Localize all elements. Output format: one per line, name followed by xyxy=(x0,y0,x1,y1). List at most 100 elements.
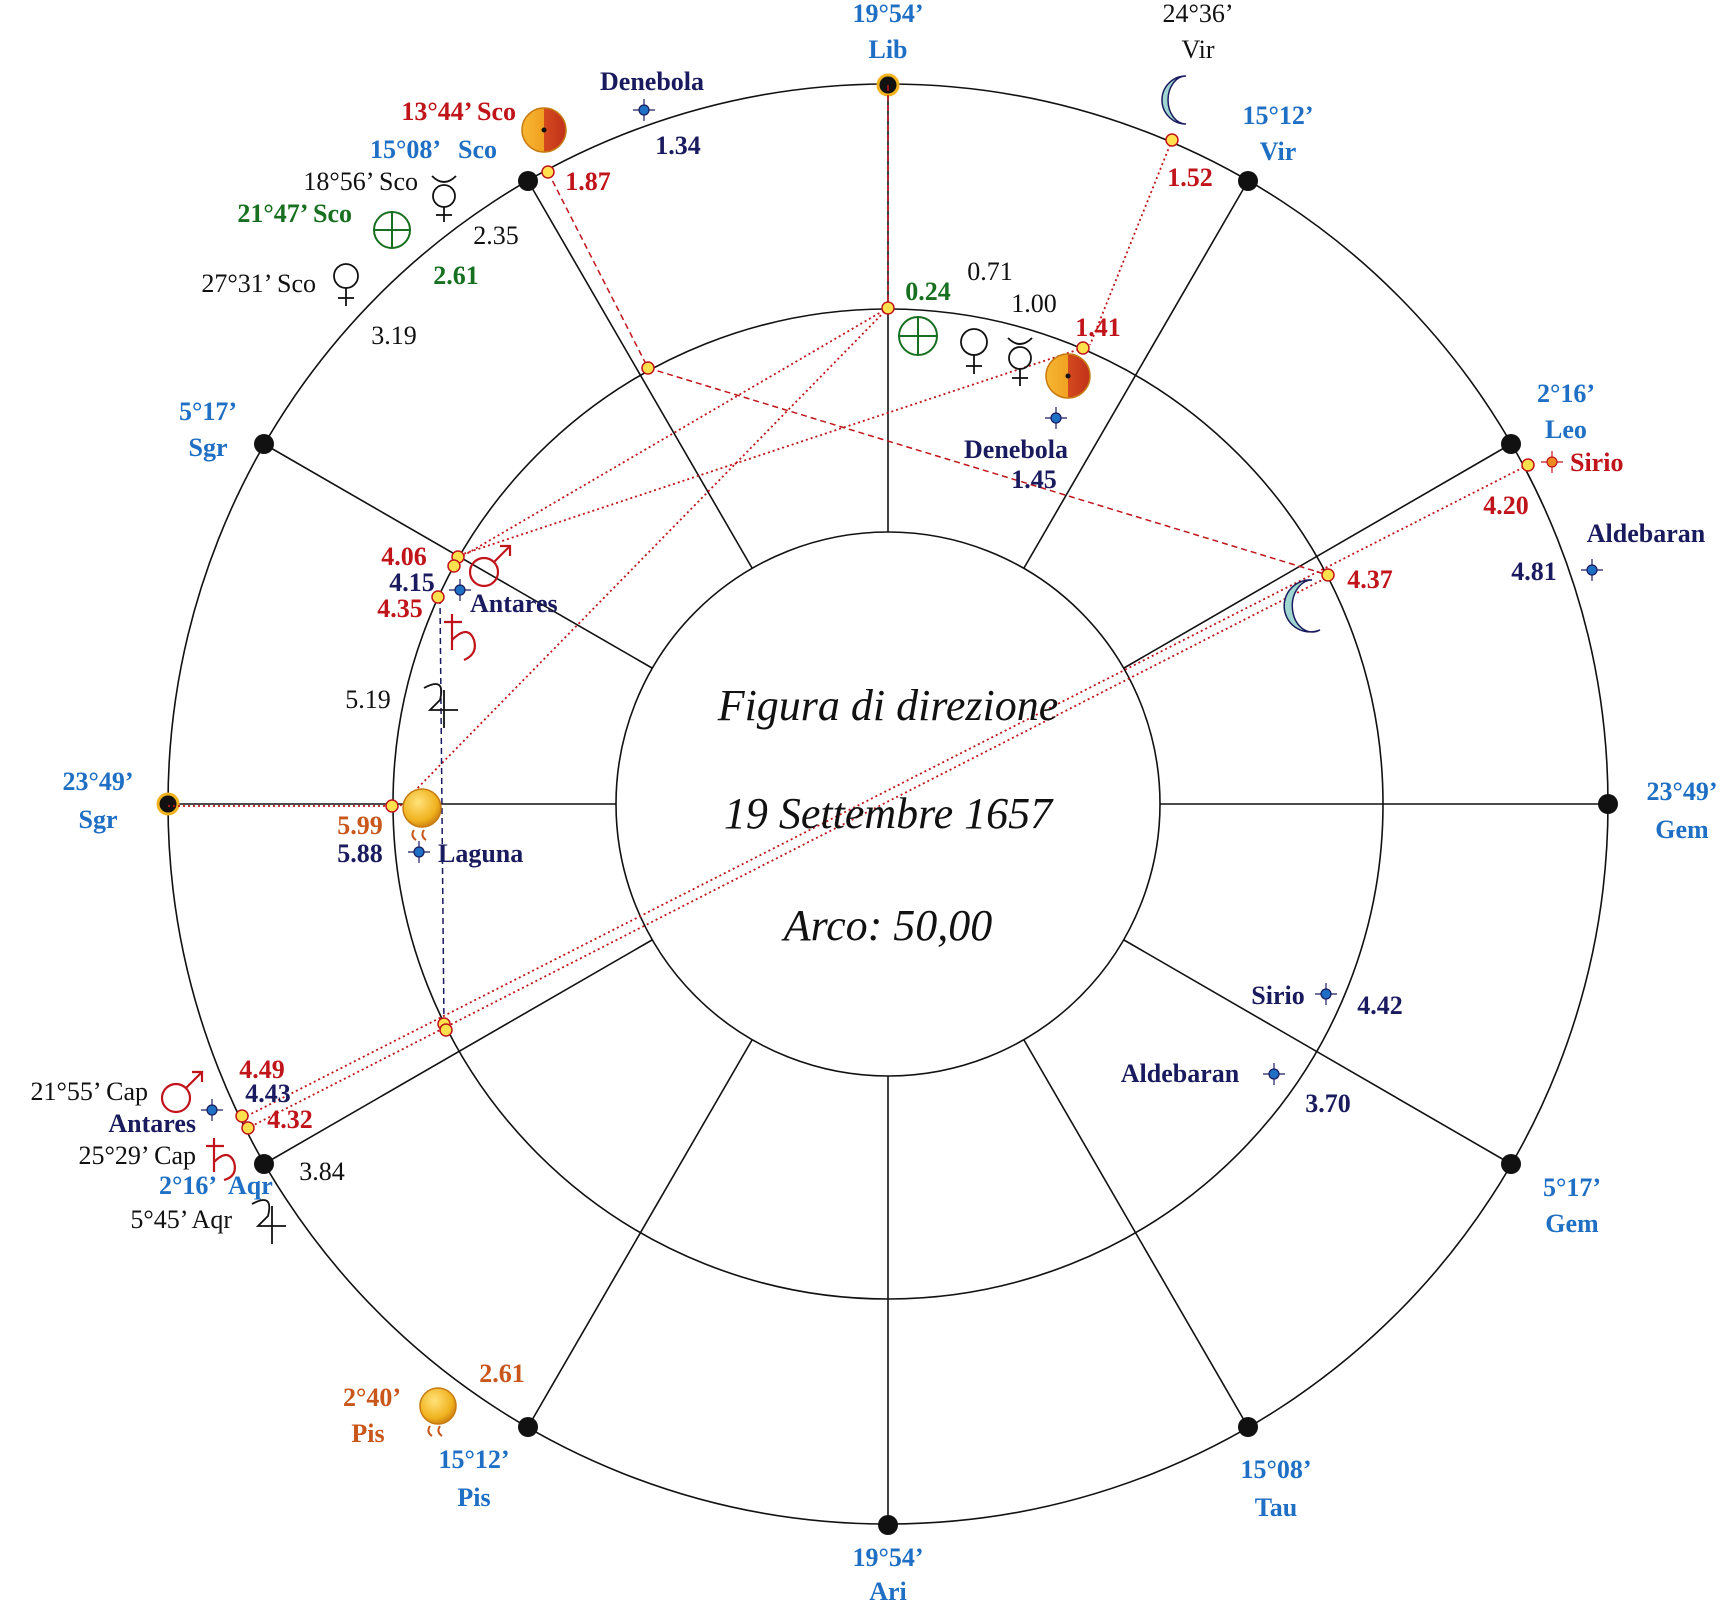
saturn-icon xyxy=(444,614,476,662)
star-icon xyxy=(1314,982,1338,1006)
line-sco-cusp xyxy=(547,171,649,369)
cusp-dot-aqr xyxy=(254,1154,274,1174)
inner-saturn-arc: 4.35 xyxy=(377,594,423,623)
cusp-dot-leo xyxy=(1501,434,1521,454)
natal-moon-deg: 24°36’ xyxy=(1162,0,1233,28)
natal-saturn-arc: 4.32 xyxy=(267,1105,313,1134)
cusp-labels: 19°54’ Lib 15°12’ Vir 2°16’ Leo 23°49’ G… xyxy=(62,0,1717,1605)
point-inner-moon xyxy=(1321,568,1335,582)
line-sirio-aqr xyxy=(242,464,1529,1119)
spoke-sco xyxy=(527,180,753,569)
natal-moon: 24°36’ Vir 1.52 xyxy=(1161,0,1234,192)
star-sirio-outer-name: Sirio xyxy=(1570,448,1623,477)
star-icon xyxy=(632,98,656,122)
star-laguna-name: Laguna xyxy=(438,839,523,868)
natal-sun: 2.61 2°40’ Pis xyxy=(343,1359,525,1448)
star-icon xyxy=(407,840,431,864)
sun-icon xyxy=(402,788,442,841)
natal-mars-cap-label: 21°55’ Cap xyxy=(30,1077,148,1106)
star-icon xyxy=(1262,1062,1286,1086)
cusp-label-gem-deg: 5°17’ xyxy=(1543,1173,1601,1202)
natal-moon-arc: 1.52 xyxy=(1167,163,1213,192)
inner-top-cluster: 0.24 0.71 1.00 1.41 Denebola 1.45 xyxy=(898,257,1121,494)
cusp-label-ari-deg: 19°54’ xyxy=(852,1543,923,1572)
cusp-dot-sgr xyxy=(254,434,274,454)
star-sirio-inner-arc: 4.42 xyxy=(1357,991,1403,1020)
natal-mars-sco-label: 13°44’ Sco xyxy=(401,97,516,126)
natal-mercury-arc: 2.35 xyxy=(473,221,519,250)
cusp-dot-ari xyxy=(878,1515,898,1535)
inner-left-cluster: 4.06 4.15 Antares 4.35 5.19 5.99 5.88 La… xyxy=(337,542,557,868)
mars-sun-icon xyxy=(521,107,567,153)
line-saturn-vertical xyxy=(439,597,445,1027)
cusp-dot-gem-mc xyxy=(1598,794,1618,814)
line-moon-dotted xyxy=(1089,139,1173,346)
mars-icon xyxy=(468,544,512,588)
star-sirio-outer-arc: 4.20 xyxy=(1483,491,1529,520)
line-fortune-diag xyxy=(455,307,889,561)
direction-points xyxy=(235,133,1535,1135)
star-icon xyxy=(200,1098,224,1122)
star-aldebaran-inner-arc: 3.70 xyxy=(1305,1089,1351,1118)
natal-mercury-label: 18°56’ Sco xyxy=(303,167,418,196)
jupiter-icon xyxy=(251,1199,286,1244)
cusp-dot-gem xyxy=(1501,1154,1521,1174)
center-title: Figura di direzione xyxy=(717,681,1059,730)
star-aldebaran-outer-arc: 4.81 xyxy=(1511,557,1557,586)
spoke-pis xyxy=(527,1039,753,1428)
cusp-label-sco: 15°08’ xyxy=(370,135,441,164)
moon-icon xyxy=(1283,579,1321,633)
natal-sun-deg: 2°40’ xyxy=(343,1383,401,1412)
star-antares-inner-name: Antares xyxy=(470,589,558,618)
cusp-label-gem-mc-sign: Gem xyxy=(1655,815,1709,844)
star-icon xyxy=(1540,450,1564,474)
point-mars xyxy=(1076,341,1090,355)
natal-mars-cap-arc: 4.49 xyxy=(239,1055,285,1084)
inner-mercury-arc: 1.00 xyxy=(1011,289,1057,318)
venus-icon xyxy=(333,263,359,306)
mercury-icon xyxy=(431,175,457,222)
inner-mars2-arc: 4.06 xyxy=(381,542,427,571)
inner-venus-arc: 0.71 xyxy=(967,257,1013,286)
natal-sco-cluster: 13°44’ Sco 1.87 18°56’ Sco 2.35 21°47’ S… xyxy=(201,97,610,350)
cusp-label-sgr-deg: 5°17’ xyxy=(179,397,237,426)
natal-fortune-arc: 2.61 xyxy=(433,261,479,290)
star-denebola-outer-name: Denebola xyxy=(600,67,704,96)
star-sirio-inner-name: Sirio xyxy=(1251,981,1304,1010)
natal-mars-sco-arc: 1.87 xyxy=(565,167,611,196)
fortune-icon xyxy=(373,211,411,249)
cusp-label-lib-sign: Lib xyxy=(868,35,907,64)
point-sirio xyxy=(1521,458,1535,472)
natal-jupiter-label: 5°45’ Aqr xyxy=(130,1205,232,1234)
outer-stars: Denebola 1.34 Sirio 4.20 Aldebaran 4.81 xyxy=(600,67,1706,586)
point-inner-sco xyxy=(641,361,655,375)
star-laguna-arc: 5.88 xyxy=(337,839,383,868)
saturn-icon xyxy=(206,1138,236,1182)
cusp-label-sgr-asc-deg: 23°49’ xyxy=(62,767,133,796)
star-antares-outer-name: Antares xyxy=(108,1109,196,1138)
center-arc: Arco: 50,00 xyxy=(781,901,993,950)
star-antares-outer-arc: 4.43 xyxy=(245,1079,291,1108)
star-icon xyxy=(448,578,472,602)
inner-mars-arc: 1.41 xyxy=(1075,313,1121,342)
spoke-leo xyxy=(1123,443,1512,669)
cusp-dots xyxy=(156,73,1618,1535)
natal-sun-arc: 2.61 xyxy=(479,1359,525,1388)
cusp-label-aqr-sign: Aqr xyxy=(228,1171,273,1200)
inner-moon: 4.37 xyxy=(1283,565,1393,633)
cusp-label-sgr-sign: Sgr xyxy=(189,433,228,462)
spoke-vir xyxy=(1023,180,1249,569)
natal-moon-sign: Vir xyxy=(1181,35,1214,64)
inner-fortune-arc: 0.24 xyxy=(905,277,951,306)
cusp-label-gem-mc-deg: 23°49’ xyxy=(1646,777,1717,806)
cusp-label-tau-deg: 15°08’ xyxy=(1240,1455,1311,1484)
mars-icon xyxy=(160,1070,204,1114)
mercury-icon xyxy=(1007,337,1033,386)
cusp-label-vir-sign: Vir xyxy=(1260,137,1297,166)
natal-cap-cluster: 4.49 21°55’ Cap 4.43 Antares 4.32 25°29’… xyxy=(30,1055,345,1244)
cusp-label-pis-sign: Pis xyxy=(457,1483,490,1512)
star-aldebaran-outer-name: Aldebaran xyxy=(1587,519,1706,548)
star-denebola-inner-arc: 1.45 xyxy=(1011,465,1057,494)
point-aqr-a xyxy=(235,1109,249,1123)
